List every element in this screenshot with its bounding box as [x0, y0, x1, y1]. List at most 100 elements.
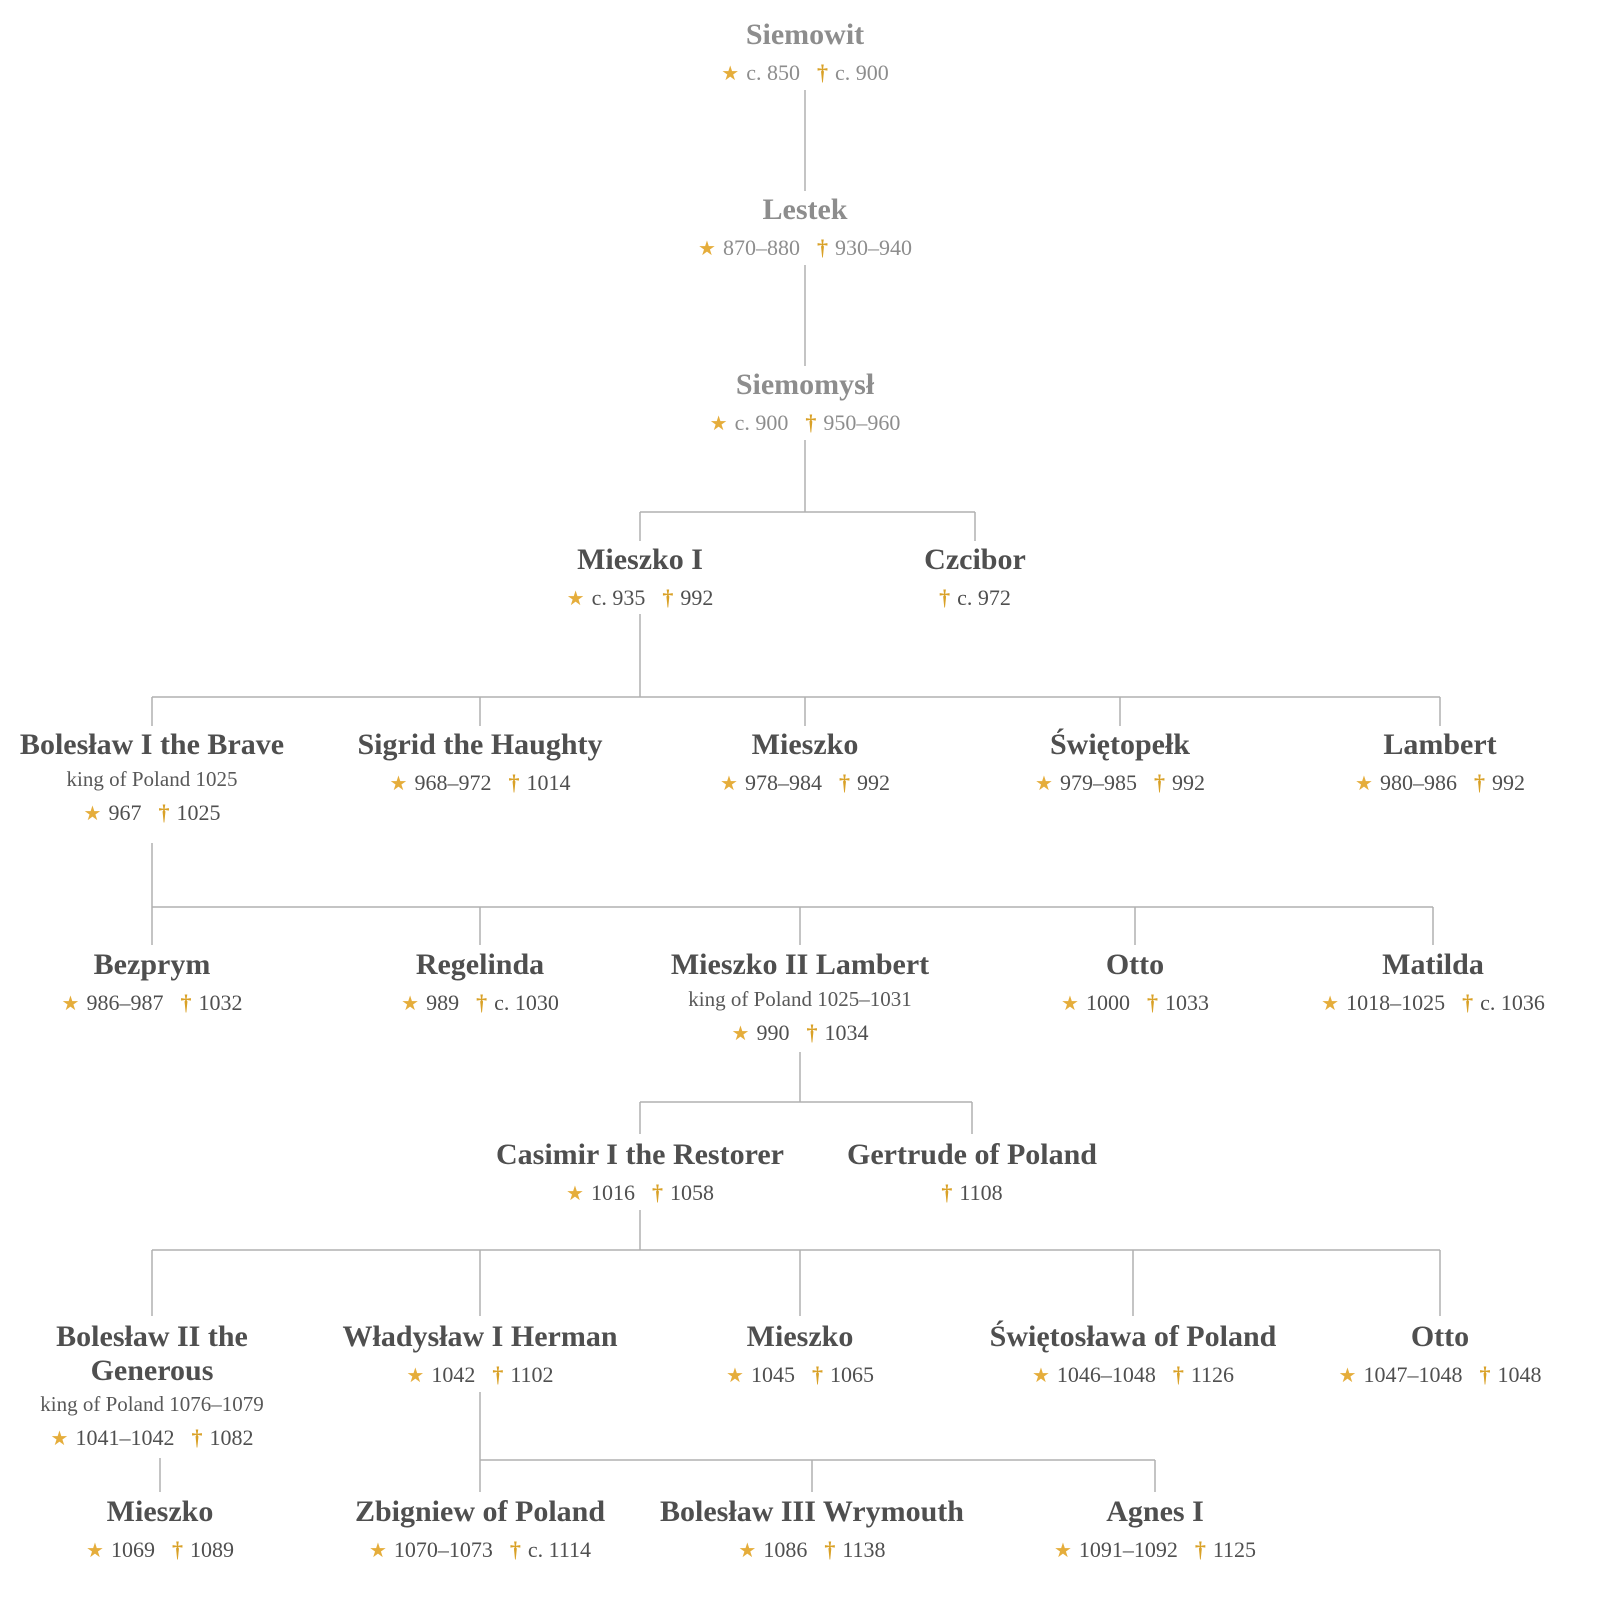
death-date: 1065 [829, 1361, 874, 1387]
death-cross-icon: † [1194, 1536, 1206, 1562]
person-name[interactable]: Otto [1410, 1320, 1470, 1353]
birth-date: 1018–1025 [1346, 989, 1446, 1015]
birth-date: 980–986 [1379, 769, 1457, 795]
death-cross-icon: † [171, 1536, 183, 1562]
birth-date: 1041–1042 [75, 1425, 175, 1451]
birth-date: 1047–1048 [1363, 1361, 1463, 1387]
person-name[interactable]: Mieszko I [577, 543, 703, 576]
birth-date: 1042 [431, 1361, 476, 1387]
person-dates: ★1016 †1058 [496, 1180, 784, 1206]
person-name[interactable]: Mieszko II Lambert [670, 948, 930, 981]
birth-date: 870–880 [722, 234, 800, 260]
birth-date: c. 900 [734, 409, 789, 435]
death-cross-icon: † [806, 1019, 818, 1045]
person-name[interactable]: Bezprym [93, 948, 211, 981]
person-name[interactable]: Bolesław III Wrymouth [660, 1495, 964, 1528]
death-date: c. 1030 [494, 989, 559, 1015]
person-name[interactable]: Świętosława of Poland [989, 1320, 1277, 1353]
person-name[interactable]: Czcibor [924, 543, 1026, 576]
person-name[interactable]: Agnes I [1106, 1495, 1204, 1528]
death-cross-icon: † [492, 1361, 504, 1387]
death-cross-icon: † [180, 989, 192, 1015]
person-name[interactable]: Świętopełk [1049, 728, 1190, 761]
death-cross-icon: † [816, 59, 828, 85]
death-date: c. 1114 [527, 1536, 592, 1562]
birth-date: 1016 [590, 1179, 635, 1205]
death-cross-icon: † [476, 989, 488, 1015]
person-dates: ★989 †c. 1030 [401, 990, 559, 1016]
death-date: 1033 [1164, 989, 1209, 1015]
death-date: 1025 [176, 799, 221, 825]
person-dates: ★1042 †1102 [342, 1362, 617, 1388]
person-name[interactable]: Matilda [1382, 948, 1484, 981]
death-date: 992 [856, 769, 890, 795]
person-dates: ★978–984 †992 [720, 770, 890, 796]
person-dates: ★1086 †1138 [660, 1537, 964, 1563]
person-node-czcibor: Czcibor †c. 972 [924, 543, 1026, 611]
person-name[interactable]: Sigrid the Haughty [357, 728, 603, 761]
birth-star-icon: ★ [726, 1364, 744, 1387]
birth-star-icon: ★ [401, 992, 420, 1015]
person-name[interactable]: Bolesław I the Brave [19, 728, 285, 761]
death-date: 1102 [510, 1361, 554, 1387]
person-node-boleslaw-ii: Bolesław II the Generous king of Poland … [33, 1320, 271, 1451]
death-cross-icon: † [1172, 1361, 1184, 1387]
birth-star-icon: ★ [566, 1182, 584, 1205]
birth-star-icon: ★ [61, 992, 80, 1015]
person-node-mieszko-i: Mieszko I ★c. 935 †992 [567, 543, 714, 611]
person-dates: ★1047–1048 †1048 [1339, 1362, 1542, 1388]
death-cross-icon: † [824, 1536, 836, 1562]
death-cross-icon: † [939, 584, 951, 610]
person-name[interactable]: Mieszko [746, 1320, 854, 1353]
death-date: 1108 [959, 1179, 1003, 1205]
death-cross-icon: † [158, 799, 170, 825]
birth-star-icon: ★ [1321, 992, 1340, 1015]
death-cross-icon: † [816, 234, 828, 260]
death-date: c. 1036 [1480, 989, 1545, 1015]
death-date: 1082 [209, 1425, 254, 1451]
person-name[interactable]: Bolesław II the Generous [56, 1320, 248, 1387]
person-node-mieszko-1045: Mieszko ★1045 †1065 [726, 1320, 874, 1388]
person-node-bezprym: Bezprym ★986–987 †1032 [62, 948, 243, 1016]
death-cross-icon: † [941, 1179, 953, 1205]
birth-date: 1046–1048 [1056, 1361, 1156, 1387]
birth-date: 1045 [750, 1361, 795, 1387]
person-name[interactable]: Mieszko [751, 728, 859, 761]
death-date: 992 [1491, 769, 1525, 795]
person-name[interactable]: Lambert [1383, 728, 1497, 761]
person-name[interactable]: Mieszko [106, 1495, 214, 1528]
person-node-otto-1047: Otto ★1047–1048 †1048 [1339, 1320, 1542, 1388]
person-name[interactable]: Zbigniew of Poland [354, 1495, 606, 1528]
person-dates: ★1046–1048 †1126 [990, 1362, 1277, 1388]
person-name: Siemomysł [735, 368, 875, 401]
birth-star-icon: ★ [86, 1539, 104, 1562]
person-dates: †1108 [847, 1180, 1097, 1206]
person-name[interactable]: Gertrude of Poland [847, 1138, 1097, 1171]
birth-date: 1000 [1085, 989, 1130, 1015]
person-dates: ★c. 935 †992 [567, 585, 714, 611]
death-cross-icon: † [191, 1425, 203, 1451]
person-node-casimir-i: Casimir I the Restorer ★1016 †1058 [496, 1138, 784, 1206]
person-dates: ★870–880 †930–940 [698, 235, 912, 261]
death-cross-icon: † [1146, 989, 1158, 1015]
death-cross-icon: † [1462, 989, 1474, 1015]
person-name[interactable]: Otto [1105, 948, 1165, 981]
birth-star-icon: ★ [566, 587, 585, 610]
person-node-mieszko-ii: Mieszko II Lambert king of Poland 1025–1… [671, 948, 929, 1046]
person-node-zbigniew: Zbigniew of Poland ★1070–1073 †c. 1114 [355, 1495, 605, 1563]
person-name[interactable]: Casimir I the Restorer [496, 1138, 784, 1171]
death-cross-icon: † [651, 1179, 663, 1205]
birth-date: 990 [756, 1019, 790, 1045]
birth-date: 1086 [763, 1536, 808, 1562]
person-dates: ★990 †1034 [671, 1020, 929, 1046]
person-dates: ★1000 †1033 [1061, 990, 1209, 1016]
person-name[interactable]: Regelinda [415, 948, 545, 981]
person-node-regelinda: Regelinda ★989 †c. 1030 [401, 948, 559, 1016]
death-date: 950–960 [823, 409, 901, 435]
death-date: 1034 [824, 1019, 869, 1045]
birth-date: 978–984 [744, 769, 822, 795]
person-dates: ★968–972 †1014 [357, 770, 602, 796]
birth-star-icon: ★ [721, 62, 740, 85]
person-name[interactable]: Władysław I Herman [342, 1320, 618, 1353]
